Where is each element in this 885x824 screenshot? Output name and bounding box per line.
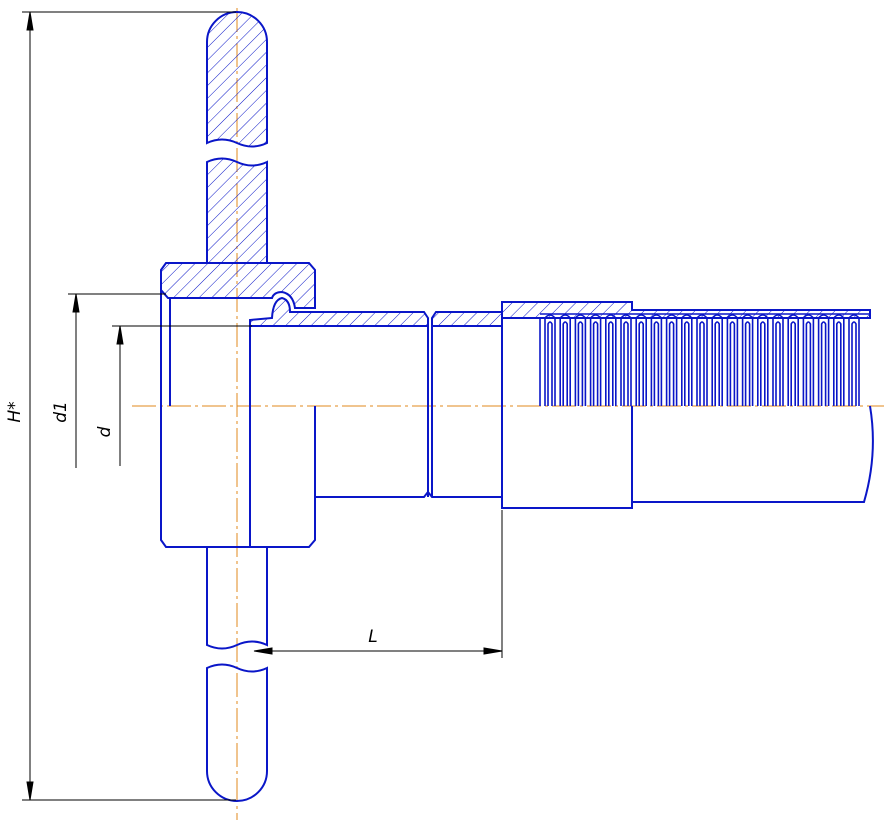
corrugation-rib xyxy=(741,314,754,406)
corrugation-inner xyxy=(760,321,766,406)
bottom-rod xyxy=(206,547,268,802)
corrugation-inner xyxy=(608,321,614,406)
dim-h-arrow-bottom xyxy=(26,781,34,801)
bottom-rod-lower-part xyxy=(206,663,268,802)
corrugation-rib xyxy=(559,314,571,406)
corrugation-inner xyxy=(623,321,629,406)
corrugation-inner xyxy=(699,321,705,406)
corrugation-rib xyxy=(665,314,678,406)
corrugation-inner xyxy=(638,321,644,406)
corrugation-rib xyxy=(544,314,556,406)
corrugation-rib xyxy=(696,314,708,406)
corrugation-rib xyxy=(726,314,739,406)
corrugation-inner xyxy=(744,321,751,406)
corrugation-rib xyxy=(802,314,815,406)
corrugation-inner xyxy=(790,321,796,406)
dimensions xyxy=(22,11,503,801)
corrugation-rib xyxy=(711,314,723,406)
dim-l-arrow-right xyxy=(483,647,503,655)
inner-tube-bottom xyxy=(315,490,502,498)
corrugation-rib xyxy=(757,314,769,406)
dim-d1-arrow xyxy=(72,293,80,313)
corrugation-inner xyxy=(653,321,660,406)
corrugation-rib xyxy=(574,314,587,406)
corrugation-rib xyxy=(650,314,663,406)
corrugation-rib xyxy=(848,314,860,406)
housing-hatched-section xyxy=(160,262,316,309)
corrugation-rib xyxy=(787,314,799,406)
corrugation-rib xyxy=(772,314,784,406)
corrugation-inner xyxy=(668,321,675,406)
dim-h-arrow-top xyxy=(26,11,34,31)
dim-l-arrow-left xyxy=(253,647,273,655)
top-rod-lower-part xyxy=(206,157,268,264)
corrugation-inner xyxy=(729,321,736,406)
top-rod xyxy=(206,11,268,264)
sleeve-outline-bottom xyxy=(501,318,633,509)
inner-tube-wall-hatched xyxy=(249,296,429,327)
corrugation-rib xyxy=(589,314,602,406)
corrugation-inner xyxy=(775,321,781,406)
corrugation-inner xyxy=(714,321,720,406)
label-inner-diameter: d xyxy=(95,426,115,437)
corrugation-rib xyxy=(605,314,617,406)
top-rod-upper-part xyxy=(206,11,268,148)
corrugation-rib xyxy=(817,314,830,406)
corrugation-inner xyxy=(592,321,599,406)
housing xyxy=(160,262,316,548)
corrugation-inner xyxy=(820,321,827,406)
bottom-rod-upper-part xyxy=(206,547,268,650)
sleeve xyxy=(501,301,874,509)
corrugation-rib xyxy=(833,314,845,406)
dim-d-arrow xyxy=(116,325,124,345)
hose-outline-bottom xyxy=(632,405,874,503)
label-outer-diameter: d1 xyxy=(51,401,71,423)
corrugation-rib xyxy=(620,314,632,406)
corrugation-rib xyxy=(681,314,693,406)
corrugation-inner xyxy=(547,321,553,406)
hose-corrugations xyxy=(544,314,860,406)
corrugation-inner xyxy=(851,321,857,406)
corrugation-inner xyxy=(805,321,812,406)
corrugation-inner xyxy=(562,321,568,406)
label-overall-height: H* xyxy=(5,401,25,422)
inner-tube-wall-hatched-2 xyxy=(431,311,503,327)
corrugation-inner xyxy=(684,321,690,406)
inner-tube xyxy=(249,296,503,547)
corrugated-hose xyxy=(539,313,870,406)
corrugation-inner xyxy=(836,321,842,406)
corrugation-rib xyxy=(635,314,647,406)
housing-outline xyxy=(160,290,316,548)
corrugation-inner xyxy=(577,321,584,406)
label-length: L xyxy=(368,627,377,647)
